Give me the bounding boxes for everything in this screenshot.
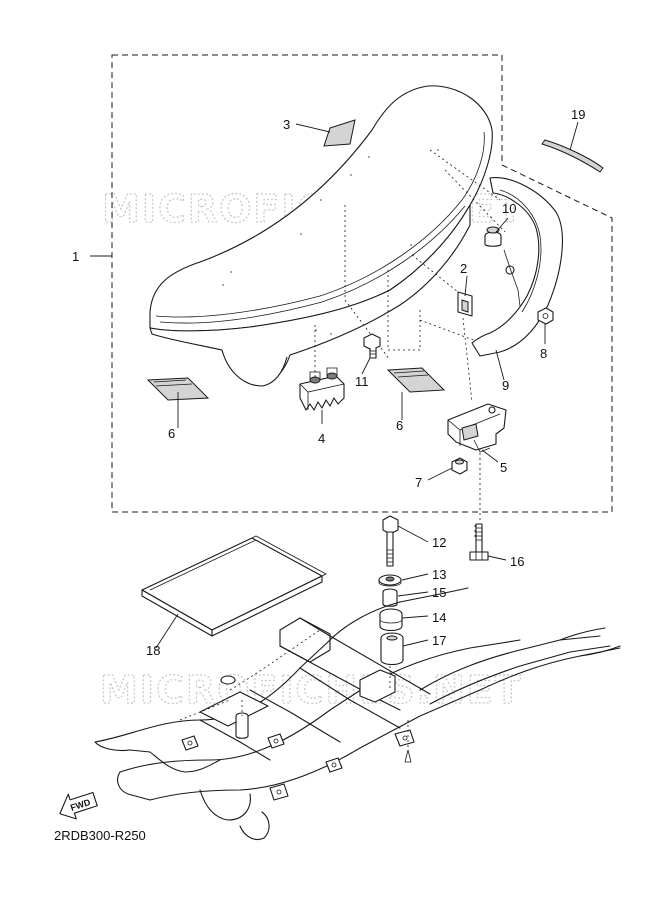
seat xyxy=(149,85,493,387)
callout-8: 8 xyxy=(540,346,547,361)
callout-15: 15 xyxy=(432,585,446,600)
part-8-nut xyxy=(537,307,554,325)
callout-10: 10 xyxy=(502,201,516,216)
callout-14: 14 xyxy=(432,610,446,625)
part-2-hook xyxy=(457,291,473,317)
callout-18: 18 xyxy=(146,643,160,658)
hidden-lines xyxy=(314,149,506,540)
fwd-arrow-icon: FWD xyxy=(59,791,98,820)
callout-3: 3 xyxy=(283,117,290,132)
part-4-damper-block xyxy=(299,367,345,411)
callout-2: 2 xyxy=(460,261,467,276)
part-17-sleeve xyxy=(380,632,404,666)
part-6-pad-right xyxy=(386,367,446,393)
frame xyxy=(94,587,621,841)
callout-4: 4 xyxy=(318,431,325,446)
part-16-bolt xyxy=(469,523,489,561)
part-14-damper xyxy=(379,608,403,632)
callout-17: 17 xyxy=(432,633,446,648)
part-19-strip xyxy=(541,139,604,173)
leader-lines xyxy=(90,121,579,649)
part-10-damper xyxy=(484,226,502,247)
diagram-code: 2RDB300-R250 xyxy=(54,828,146,843)
seat-assembly-boundary xyxy=(111,54,613,513)
callout-6-left: 6 xyxy=(168,426,175,441)
callout-12: 12 xyxy=(432,535,446,550)
part-15-collar xyxy=(382,588,398,607)
callout-1: 1 xyxy=(72,249,79,264)
callout-16: 16 xyxy=(510,554,524,569)
seat-label-sticker xyxy=(323,119,356,147)
callout-9: 9 xyxy=(502,378,509,393)
callout-19: 19 xyxy=(571,107,585,122)
part-7-nut xyxy=(451,457,468,475)
callout-7: 7 xyxy=(415,475,422,490)
part-5-lock-bracket xyxy=(447,403,507,453)
part-18-panel xyxy=(141,535,327,637)
part-6-pad-left xyxy=(146,377,210,401)
callout-11: 11 xyxy=(355,374,369,389)
part-13-washer xyxy=(378,574,402,587)
callout-13: 13 xyxy=(432,567,446,582)
callout-5: 5 xyxy=(500,460,507,475)
part-11-bolt xyxy=(363,333,381,359)
part-12-long-bolt xyxy=(382,515,399,567)
callout-6-right: 6 xyxy=(396,418,403,433)
part-9-hole xyxy=(505,265,515,275)
